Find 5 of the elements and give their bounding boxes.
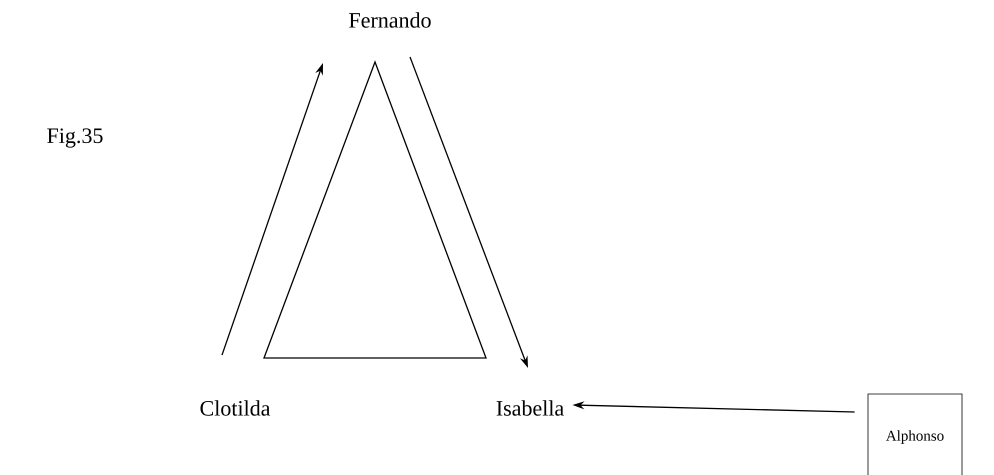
- figure-label: Fig.35: [47, 128, 103, 148]
- name-label: Isabella: [496, 400, 564, 416]
- name-label: Fernando: [349, 12, 431, 28]
- name-box: Alphonso: [868, 394, 962, 475]
- name-label: Clotilda: [200, 400, 270, 416]
